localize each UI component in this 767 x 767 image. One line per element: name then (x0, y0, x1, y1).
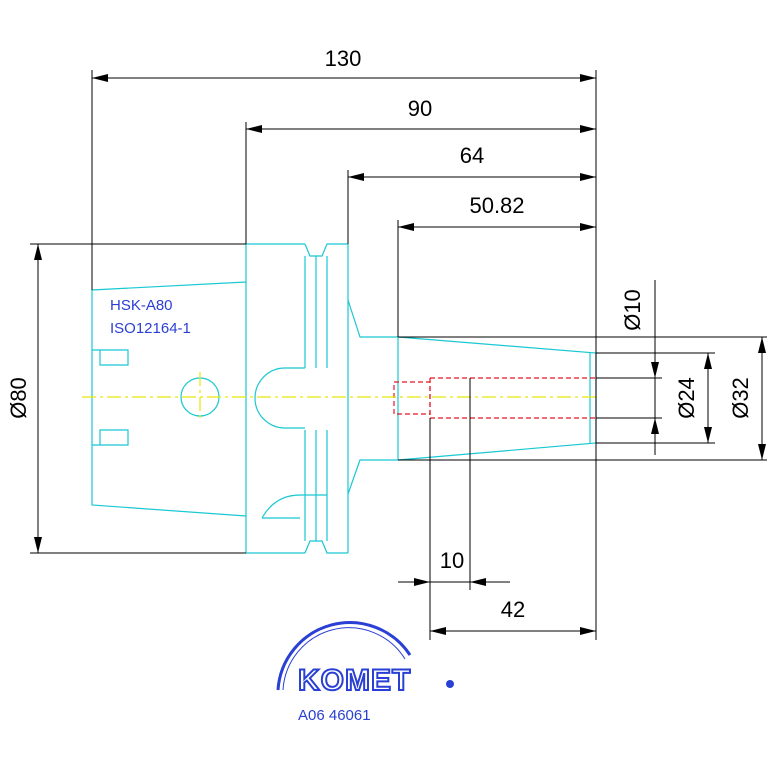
dim-total-length: 130 (325, 46, 362, 71)
dim-dia-10: Ø10 (620, 289, 645, 331)
center-lines (82, 372, 600, 422)
standard-label: ISO12164-1 (110, 320, 191, 337)
dim-length-50-82: 50.82 (469, 193, 524, 218)
dim-length-90: 90 (408, 96, 432, 121)
dimension-lines (30, 70, 767, 640)
interface-label: HSK-A80 (110, 297, 173, 314)
dim-dia-32: Ø32 (728, 377, 753, 419)
dim-dia-24: Ø24 (674, 377, 699, 419)
komet-logo: KOMET (276, 621, 454, 698)
part-number: A06 46061 (298, 707, 371, 724)
dim-length-64: 64 (460, 143, 484, 168)
bore-outline (393, 377, 596, 419)
tool-outline (91, 243, 597, 554)
dim-dia-80: Ø80 (6, 377, 31, 419)
komet-brand: KOMET (298, 664, 411, 697)
dim-length-42: 42 (501, 597, 525, 622)
dim-length-10: 10 (440, 548, 464, 573)
